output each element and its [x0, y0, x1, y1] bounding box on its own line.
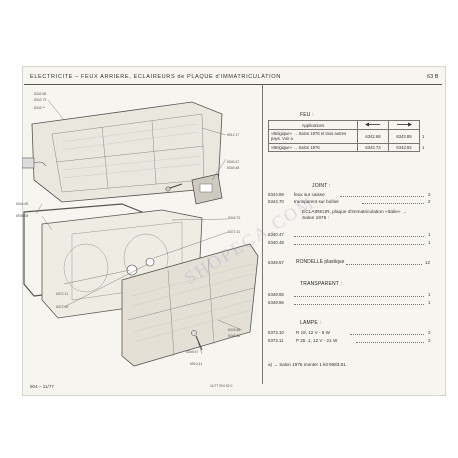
label-6342-68: 6342.68 [34, 92, 47, 96]
part-ref: 6340.48 [268, 240, 284, 245]
arrow-left-icon [365, 122, 380, 127]
part-qty: 1 [428, 300, 431, 305]
feu-row: «Belgique» → Salon 1976 6342.73 6343.93 … [268, 142, 431, 152]
part-qty: 1 [428, 240, 431, 245]
column-separator [262, 84, 263, 384]
arrow-right-icon [397, 122, 412, 127]
label-6349-65: 6349.65 [228, 328, 241, 332]
section-title-transparent: TRANSPARENT : [300, 281, 343, 287]
part-ref: 6344.69 [268, 192, 284, 197]
part-ref: 6349.57 [268, 260, 284, 265]
label-6344-70: 6344.70 [228, 216, 241, 220]
part-desc: R 19, 12 V - 5 W [296, 330, 330, 335]
feu-row-right-ref: 6343.89 [388, 129, 420, 144]
section-title-eclaireur: ECLAIREUR, plaque d'immatriculation «Ita… [302, 210, 407, 222]
feu-header-left [357, 120, 389, 130]
label-6912-17: 6912.17 [227, 133, 240, 137]
section-title-joint: JOINT : [312, 183, 331, 189]
part-qty: 2 [428, 330, 431, 335]
screw-6912 [165, 183, 183, 192]
label-6935-08: 6935.08 [16, 214, 29, 218]
feu-table: Applications «Belgique» → Salon 1976 et … [268, 120, 431, 152]
footnote: a) → Salon 1976 monter 1 kit 9683.81. [268, 362, 347, 367]
part-ref: 6372.10 [268, 330, 284, 335]
part-qty: 12 [425, 260, 430, 265]
folio: 904 – 11/77 [30, 384, 54, 389]
part-desc: feux sur caisse [294, 192, 325, 197]
feu-header-right [388, 120, 420, 130]
wiring-connector [22, 157, 47, 169]
feu-title: FEU : [300, 112, 314, 118]
label-6343: 6343 ** [34, 106, 46, 110]
exploded-view-diagram [22, 99, 259, 367]
label-6342-73: 6342.73 [34, 98, 47, 102]
leader-lines [35, 99, 243, 355]
label-6349-66: 6349.66 [228, 334, 241, 338]
label-6910-41: 6910.41 [190, 362, 203, 366]
feu-row-left-ref: 6342.68 [357, 129, 389, 144]
part-qty: 1 [428, 292, 431, 297]
lower-lens [121, 243, 259, 367]
licence-plate-lamp [191, 173, 223, 205]
feu-row-left-ref: 6342.73 [357, 142, 389, 152]
part-desc: RONDELLE plastique [296, 259, 345, 265]
feu-row-qty: 1 [422, 144, 425, 150]
label-6340-48: 6340.48 [227, 166, 240, 170]
label-6372-10-a: 6372.10 [228, 230, 241, 234]
feu-header-applications: Applications [268, 120, 358, 130]
label-6349-57: 6349.57 [186, 350, 199, 354]
feu-row: «Belgique» → Salon 1976 et tous autres p… [268, 129, 431, 144]
part-ref: 6349.65 [268, 292, 284, 297]
part-qty: 2 [428, 338, 431, 343]
label-6340-47: 6340.47 [227, 160, 240, 164]
drawing-code: 11/77 904 92 0 [210, 384, 233, 388]
page-number: 63 B [427, 74, 439, 80]
part-ref: 6344.70 [268, 199, 284, 204]
feu-row-right-ref: 6343.93 [388, 142, 420, 152]
feu-row-label: «Belgique» → Salon 1976 [268, 142, 358, 152]
part-ref: 6349.66 [268, 300, 284, 305]
upper-lamp-assembly [31, 101, 223, 203]
feu-row-qty: 1 [422, 133, 425, 139]
part-qty: 2 [428, 192, 431, 197]
section-title-lampe: LAMPE : [300, 320, 322, 326]
part-desc: transparent sur boîtier [294, 199, 339, 204]
part-desc: P 25 .1, 12 V - 21 W [296, 338, 338, 343]
part-ref: 6372.11 [268, 338, 284, 343]
screw-and-washer [191, 330, 203, 351]
label-6344-69: 6344.69 [16, 202, 29, 206]
page-title: ELECTRICITE – FEUX ARRIERE, ECLAIREURS d… [30, 74, 281, 80]
part-ref: 6340.47 [268, 232, 284, 237]
header-rule [24, 84, 442, 85]
feu-row-label: «Belgique» → Salon 1976 et tous autres p… [268, 129, 358, 144]
part-qty: 1 [428, 232, 431, 237]
label-6372-11: 6372.11 [56, 292, 69, 296]
label-6372-10-b: 6372.10 [56, 305, 69, 309]
part-qty: 2 [428, 199, 431, 204]
